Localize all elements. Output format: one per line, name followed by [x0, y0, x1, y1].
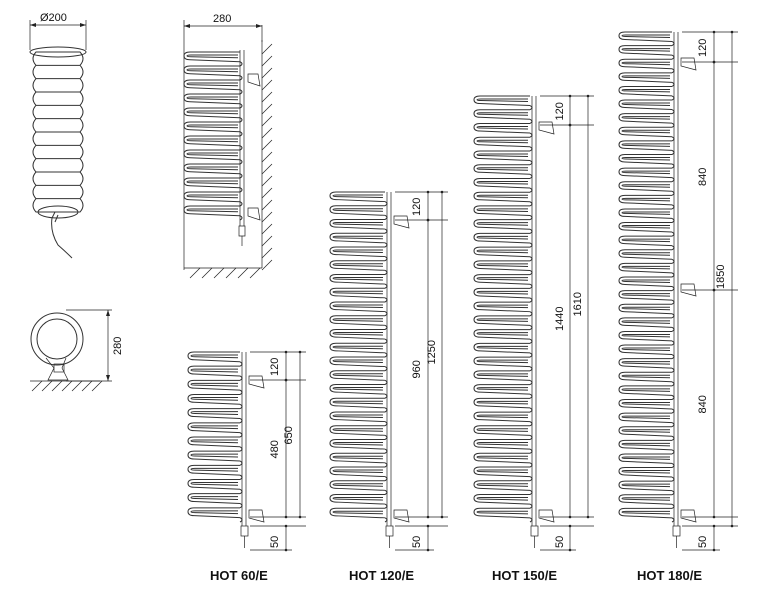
- model-name-hot-60: HOT 60/E: [210, 568, 268, 583]
- model-name-hot-150: HOT 150/E: [492, 568, 557, 583]
- dimension-label: 840: [697, 395, 709, 413]
- dimension-label: 960: [411, 360, 423, 378]
- end-height-dimension: 280: [112, 337, 124, 355]
- wall-bracket: [538, 121, 555, 135]
- dimension-label: 1610: [572, 292, 584, 316]
- model-name-hot-120: HOT 120/E: [349, 568, 414, 583]
- dimension-label: 1440: [554, 307, 566, 331]
- front-view-small-coil: Ø200: [29, 12, 87, 259]
- wall-bracket: [393, 509, 410, 523]
- side-view-wall-mounted: 280: [183, 13, 273, 279]
- dimension-label: 50: [411, 536, 423, 548]
- dimension-label: 1850: [715, 265, 727, 289]
- dimension-label: 120: [411, 198, 423, 216]
- dimension-label: 120: [697, 39, 709, 57]
- wall-bracket: [680, 57, 697, 71]
- wall-bracket: [248, 509, 265, 523]
- model-2: 120 1440 1610 50: [473, 94, 594, 552]
- dimension-label: 650: [283, 426, 295, 444]
- heating-element: [672, 525, 681, 537]
- dimension-label: 120: [269, 358, 281, 376]
- wall-bracket: [248, 375, 265, 389]
- model-3: 120 840 1850 840 50: [618, 30, 738, 552]
- wall-bracket: [680, 509, 697, 523]
- dimension-label: 50: [697, 536, 709, 548]
- width-dimension: 280: [213, 13, 231, 25]
- dimension-label: 840: [697, 168, 709, 186]
- coil-loops: [329, 191, 388, 523]
- dimension-label: 50: [269, 536, 281, 548]
- model-name-hot-180: HOT 180/E: [637, 568, 702, 583]
- heating-element: [385, 525, 394, 537]
- dimension-label: 1250: [426, 340, 438, 364]
- coil-loops: [618, 31, 675, 523]
- coil-loops: [473, 95, 533, 523]
- heating-element: [240, 525, 249, 537]
- diameter-dimension: Ø200: [40, 12, 67, 24]
- wall-bracket: [538, 509, 555, 523]
- end-view: 280: [30, 309, 124, 392]
- small-coil-loops: [32, 51, 84, 213]
- wall-bracket: [393, 215, 410, 229]
- dimension-label: 480: [269, 440, 281, 458]
- dimension-label: 50: [554, 536, 566, 548]
- side-coil-loops: [183, 51, 243, 221]
- wall-bracket: [680, 283, 697, 297]
- heating-element: [530, 525, 539, 537]
- coil-loops: [187, 351, 243, 523]
- dimension-label: 120: [554, 102, 566, 120]
